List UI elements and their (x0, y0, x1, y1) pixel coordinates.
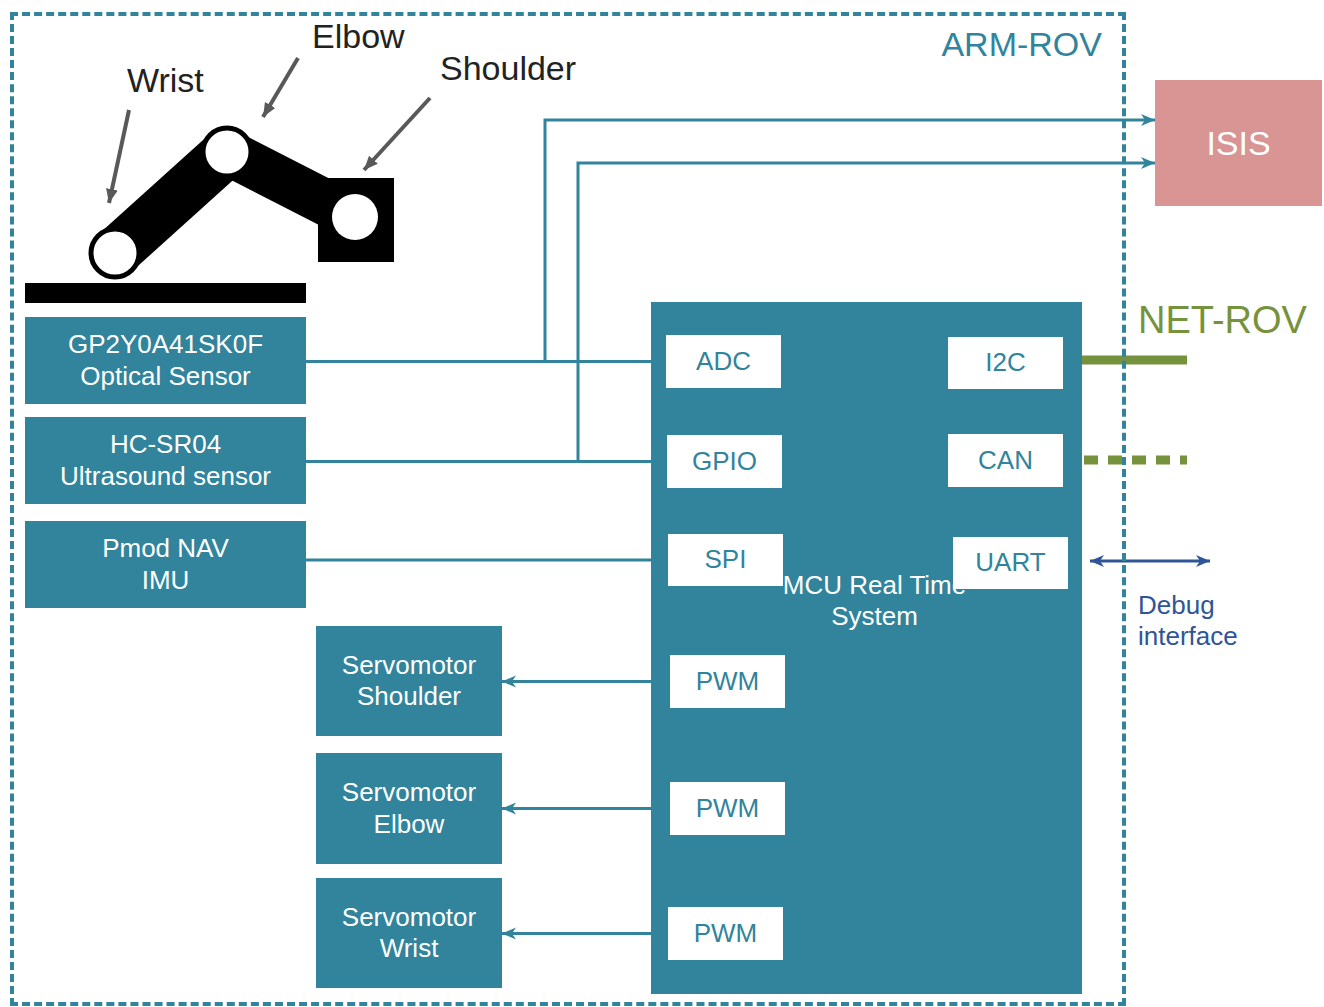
shoulder-joint (318, 178, 394, 262)
node-label: I2C (985, 347, 1025, 378)
node-label: Pmod NAV IMU (91, 533, 241, 595)
arm-link (115, 152, 227, 253)
signal-connector (502, 932, 668, 935)
servo-box: Servomotor Elbow (316, 753, 502, 864)
node-label: ADC (696, 346, 751, 377)
peripheral-port: I2C (948, 337, 1063, 389)
i2c-bus-line (1082, 356, 1187, 365)
peripheral-port: ADC (666, 335, 781, 388)
debug-arrow (1090, 560, 1210, 563)
servo-box: Servomotor Wrist (316, 878, 502, 988)
leader-arrow (109, 110, 129, 203)
signal-connector (502, 680, 670, 683)
peripheral-port: SPI (668, 534, 783, 586)
external-system: ISIS (1155, 80, 1322, 206)
node-label: GPIO (692, 446, 757, 477)
arm-link (227, 152, 350, 215)
node-label: UART (975, 547, 1045, 578)
signal-connector (306, 559, 668, 562)
bus-name: NET-ROV (1138, 298, 1307, 344)
node-label: PWM (694, 918, 758, 949)
peripheral-port: GPIO (667, 435, 782, 488)
shoulder-pivot (332, 194, 378, 240)
mcu-box: MCU Real Time System ADC GPIO SPI PWM PWM PWM I… (651, 302, 1082, 994)
part-name: Elbow (312, 16, 405, 57)
peripheral-port: CAN (948, 434, 1063, 487)
elbow-joint (203, 128, 251, 176)
interface-note: Debug interface (1138, 590, 1268, 652)
node-label: HC-SR04 Ultrasound sensor (53, 429, 278, 491)
peripheral-port: PWM (668, 907, 783, 960)
signal-connector (306, 360, 666, 363)
leader-arrow (364, 98, 430, 170)
peripheral-port: UART (953, 537, 1068, 589)
peripheral-port: PWM (670, 782, 785, 835)
node-label: ISIS (1206, 123, 1270, 164)
signal-connector (306, 460, 667, 463)
node-label: CAN (978, 445, 1033, 476)
part-name: Wrist (127, 60, 204, 101)
node-label: SPI (705, 544, 747, 575)
sensor-box: GP2Y0A41SK0F Optical Sensor (25, 317, 306, 404)
node-label: GP2Y0A41SK0F Optical Sensor (61, 329, 271, 391)
node-label: PWM (696, 793, 760, 824)
node-label: Servomotor Elbow (329, 777, 489, 839)
peripheral-port: PWM (670, 655, 785, 708)
node-label: Servomotor Wrist (329, 902, 489, 964)
node-label: Servomotor Shoulder (329, 650, 489, 712)
node-label: MCU Real Time System (767, 570, 982, 632)
part-name: Shoulder (440, 48, 576, 89)
servo-box: Servomotor Shoulder (316, 626, 502, 736)
signal-connector (502, 807, 670, 810)
frame-title: ARM-ROV (941, 24, 1102, 65)
sensor-box: Pmod NAV IMU (25, 521, 306, 608)
leader-arrow (263, 58, 298, 117)
robot-arm (25, 128, 394, 303)
can-bus-line (1084, 456, 1187, 465)
wrist-joint (91, 229, 139, 277)
node-label: PWM (696, 666, 760, 697)
system-boundary: ARM-ROV GP2Y0A41SK0F Optical SensorHC-SR0… (10, 12, 1126, 1006)
sensor-box: HC-SR04 Ultrasound sensor (25, 417, 306, 504)
arm-base (25, 283, 306, 303)
